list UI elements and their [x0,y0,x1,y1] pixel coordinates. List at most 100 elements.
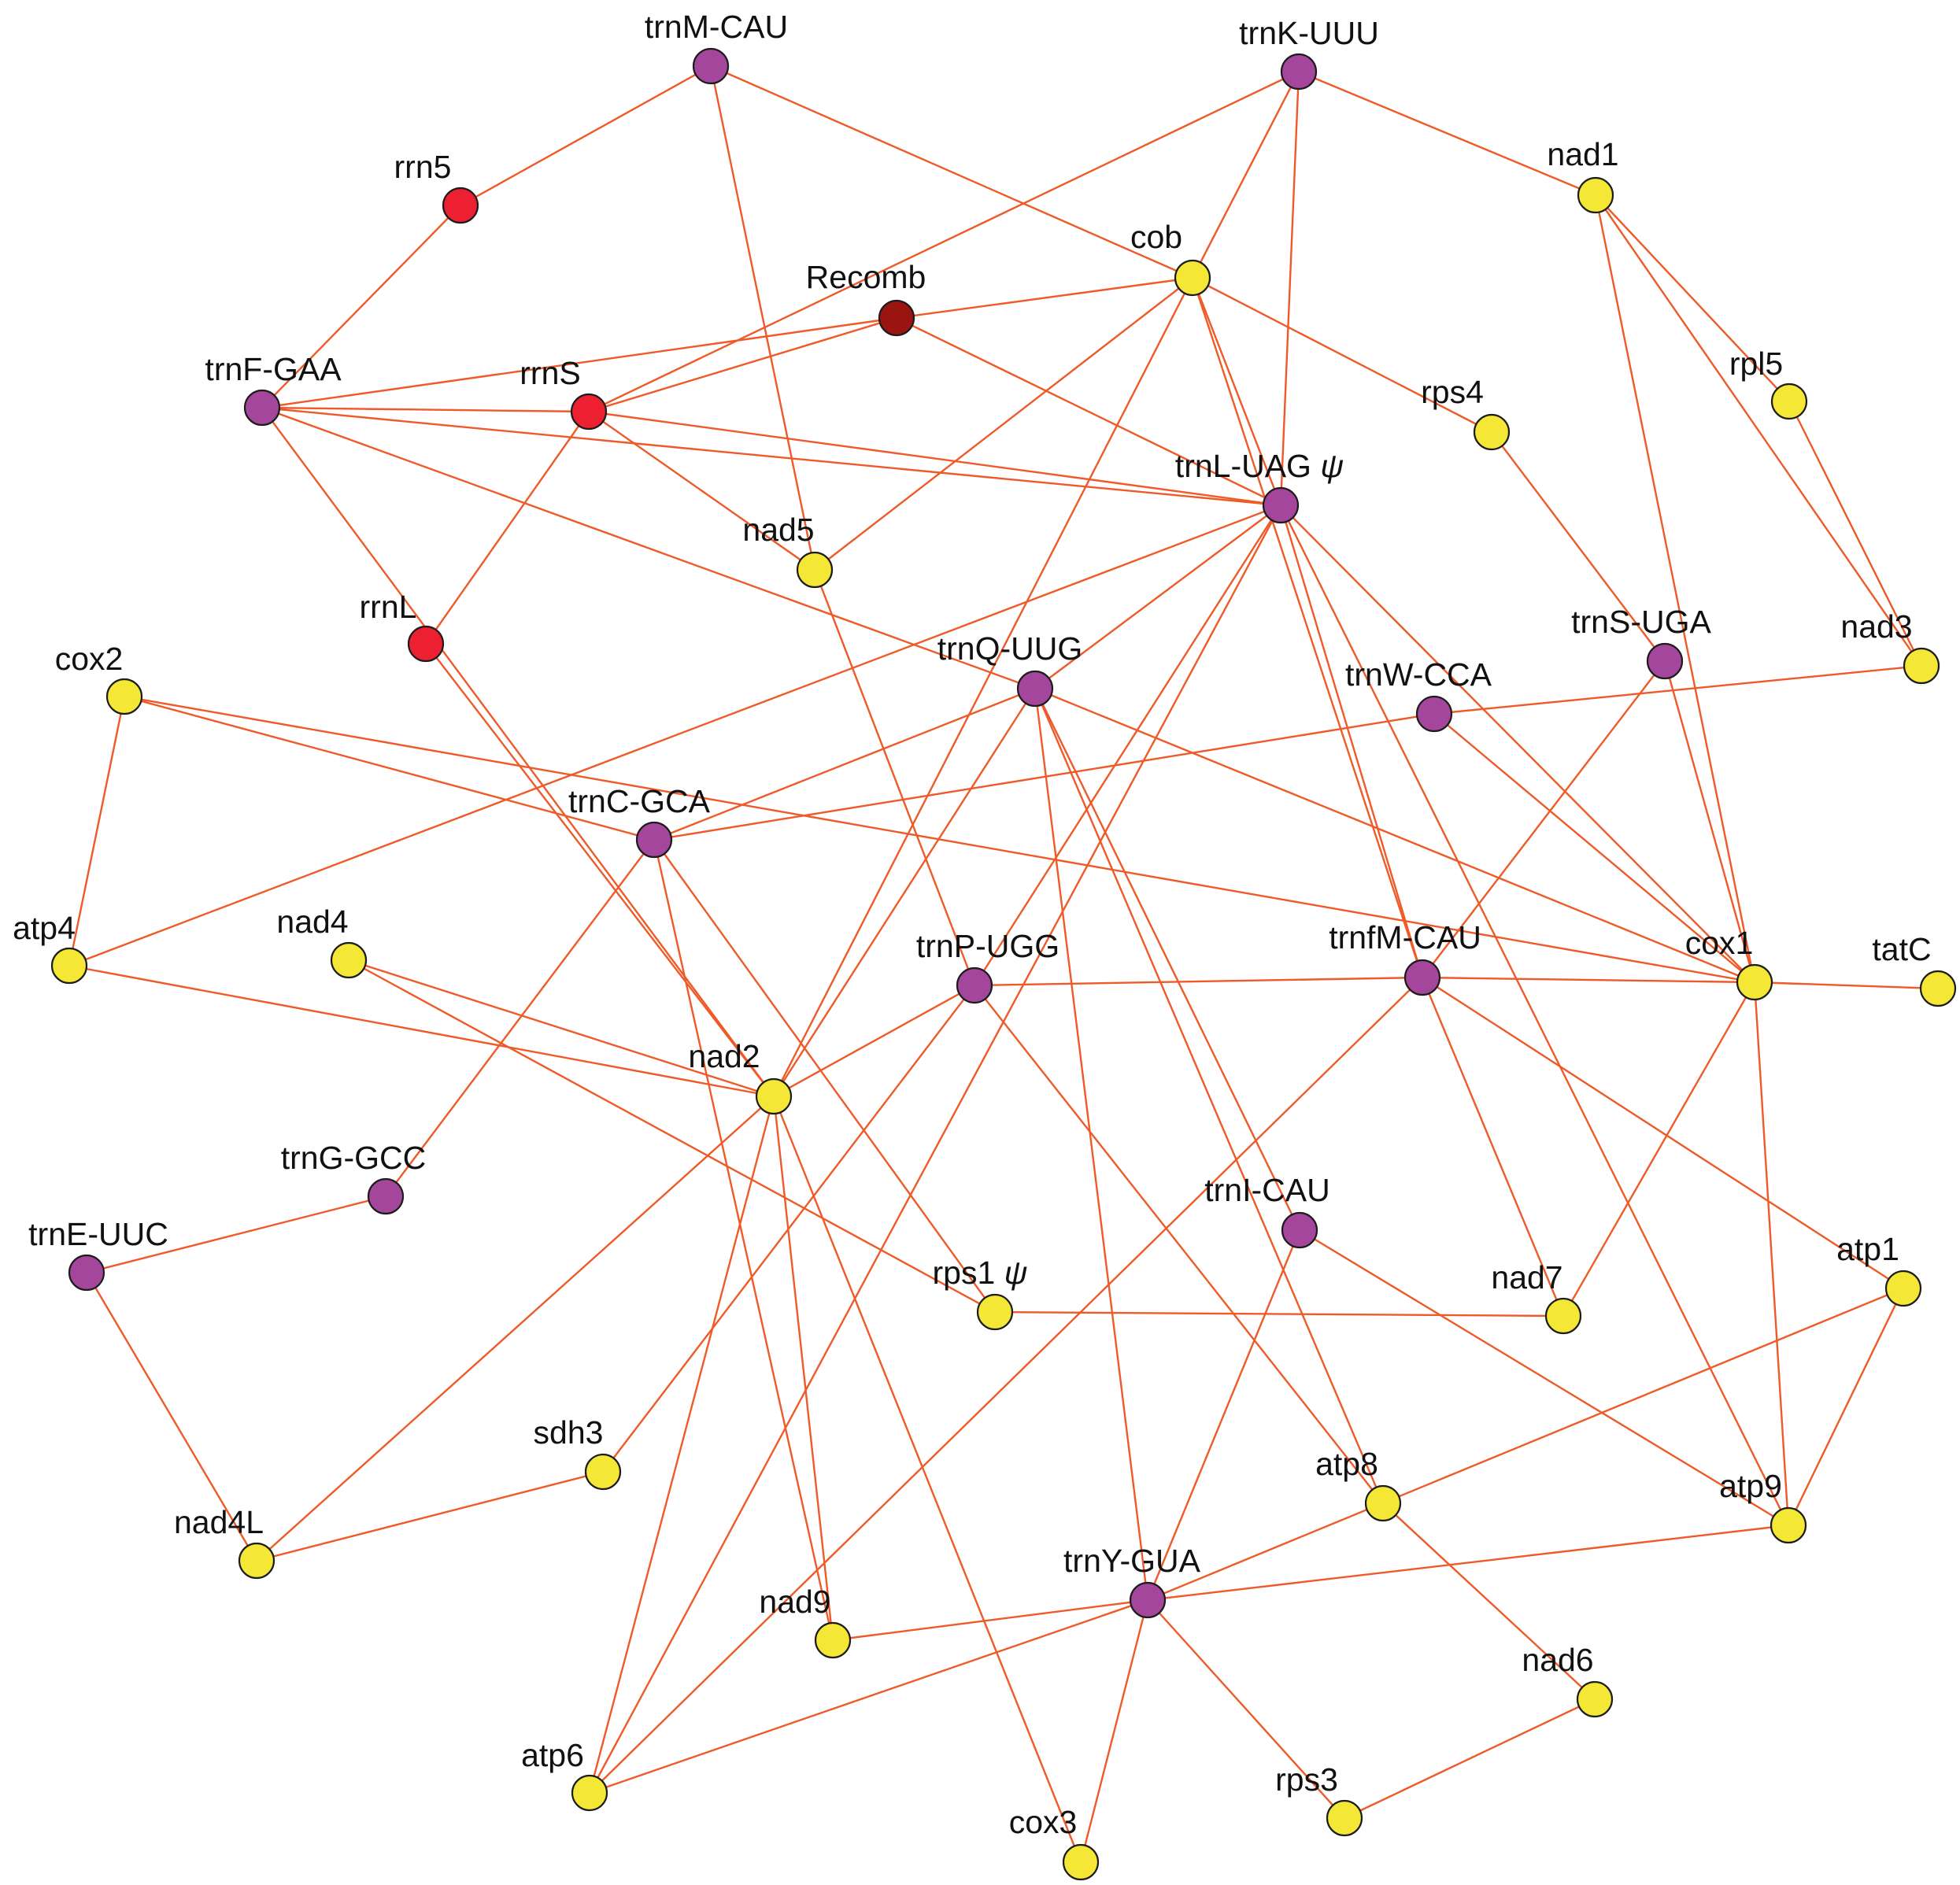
node-nad9[interactable] [814,1621,852,1659]
node-trnW-CCA[interactable] [1415,695,1453,733]
node-atp4[interactable] [50,947,88,985]
node-trnG-GCC[interactable] [367,1177,405,1215]
node-Recomb[interactable] [878,299,915,337]
node-nad4L[interactable] [238,1542,276,1580]
edge-trnL-UAG-trnP-UGG [973,505,1282,986]
node-trnI-CAU[interactable] [1281,1211,1318,1249]
node-trnL-UAG[interactable] [1262,486,1300,524]
node-label-text: nad7 [1491,1259,1562,1295]
node-label-text: cox1 [1685,925,1754,961]
edge-nad6-rps3 [1344,1698,1596,1820]
edge-trnE-UUC-nad4L [85,1272,258,1562]
node-label-text: atp6 [521,1737,584,1773]
node-label-text: trnE-UUC [28,1216,168,1252]
node-trnK-UUU[interactable] [1280,53,1318,91]
node-trnP-UGG[interactable] [956,967,993,1004]
node-trnQ-UUG[interactable] [1016,670,1054,708]
edge-trnG-GCC-trnE-UUC [86,1195,386,1274]
node-cox2[interactable] [105,678,143,715]
node-label-text: nad5 [742,512,814,548]
node-label-trnF-GAA: trnF-GAA [205,351,342,387]
node-label-text: trnI-CAU [1204,1172,1329,1208]
node-label-rps1: rps1 ψ [933,1255,1028,1291]
node-cox3[interactable] [1062,1843,1100,1881]
edge-trnP-UGG-nad2 [773,984,975,1098]
node-sdh3[interactable] [584,1453,622,1491]
node-label-text: trnL-UAG [1175,448,1311,484]
edge-rps4-trnS-UGA [1491,431,1666,662]
node-trnY-GUA[interactable] [1129,1581,1167,1619]
edge-sdh3-nad4L [256,1470,604,1562]
node-label-atp8: atp8 [1315,1446,1378,1482]
node-rrnS[interactable] [570,393,608,431]
edge-cox2-trnC-GCA [124,695,655,841]
node-label-nad4L: nad4L [174,1504,264,1540]
edge-trnfM-CAU-atp1 [1422,976,1904,1290]
node-rps1[interactable] [976,1293,1014,1331]
edge-trnP-UGG-trnfM-CAU [974,976,1423,987]
node-label-text: rps1 [933,1255,996,1291]
edge-rrnS-trnL-UAG [588,410,1281,507]
edge-cob-trnfM-CAU [1191,277,1424,978]
node-trnfM-CAU[interactable] [1403,959,1441,996]
edge-trnF-GAA-trnQ-UUG [261,406,1036,690]
node-rrnL[interactable] [407,625,445,663]
edge-nad1-nad3 [1595,194,1922,667]
node-cob[interactable] [1174,259,1211,297]
node-nad3[interactable] [1903,647,1940,685]
node-nad7[interactable] [1544,1297,1582,1335]
node-label-text: cob [1130,219,1182,255]
node-label-nad5: nad5 [742,512,814,548]
node-atp6[interactable] [571,1774,608,1812]
edge-trnC-GCA-trnG-GCC [385,839,655,1197]
node-label-nad4: nad4 [276,904,348,940]
node-label-text: nad4L [174,1504,264,1540]
node-label-text: trnS-UGA [1571,604,1711,640]
edge-trnL-UAG-trnQ-UUG [1034,505,1281,689]
node-label-tatC: tatC [1872,931,1931,967]
node-label-trnM-CAU: trnM-CAU [645,9,788,45]
node-label-trnW-CCA: trnW-CCA [1345,656,1492,693]
node-nad1[interactable] [1577,176,1614,214]
node-label-cob: cob [1130,219,1182,255]
edge-nad4-rps1 [348,959,996,1314]
node-label-text: cox3 [1009,1804,1078,1840]
edge-trnQ-UUG-trnI-CAU [1034,688,1301,1231]
pseudogene-marker: ψ [995,1255,1027,1291]
edge-cox1-atp9 [1753,981,1790,1526]
node-label-trnS-UGA: trnS-UGA [1571,604,1711,640]
node-label-cox3: cox3 [1009,1804,1078,1840]
node-atp8[interactable] [1364,1484,1402,1522]
node-nad4[interactable] [330,941,368,979]
node-atp9[interactable] [1770,1506,1807,1544]
node-tatC[interactable] [1919,970,1957,1007]
node-rps4[interactable] [1473,413,1511,451]
node-label-text: Recomb [806,259,926,295]
edge-cob-nad5 [814,277,1193,571]
edge-cob-Recomb [896,276,1193,320]
node-trnS-UGA[interactable] [1646,642,1684,680]
node-trnC-GCA[interactable] [635,821,673,859]
node-nad5[interactable] [796,551,834,589]
node-cox1[interactable] [1736,963,1773,1001]
edge-trnI-CAU-atp9 [1299,1229,1789,1527]
node-nad6[interactable] [1576,1680,1614,1718]
node-label-text: trnK-UUU [1239,15,1379,51]
node-trnM-CAU[interactable] [692,47,730,85]
edge-cox2-atp4 [68,696,126,967]
node-rpl5[interactable] [1770,383,1808,420]
node-atp1[interactable] [1884,1270,1922,1307]
node-label-text: rrn5 [394,149,452,185]
edge-trnY-GUA-rps3 [1147,1599,1345,1819]
edge-Recomb-trnL-UAG [896,316,1281,507]
node-trnF-GAA[interactable] [243,389,281,427]
node-rps3[interactable] [1326,1799,1363,1837]
node-rrn5[interactable] [442,187,479,224]
node-nad2[interactable] [755,1077,793,1115]
node-trnE-UUC[interactable] [68,1254,105,1292]
edge-trnK-UUU-cob [1191,71,1300,279]
edge-trnM-CAU-nad5 [709,65,816,571]
edge-trnQ-UUG-cox1 [1034,687,1755,984]
edge-trnW-CCA-trnC-GCA [653,712,1435,841]
